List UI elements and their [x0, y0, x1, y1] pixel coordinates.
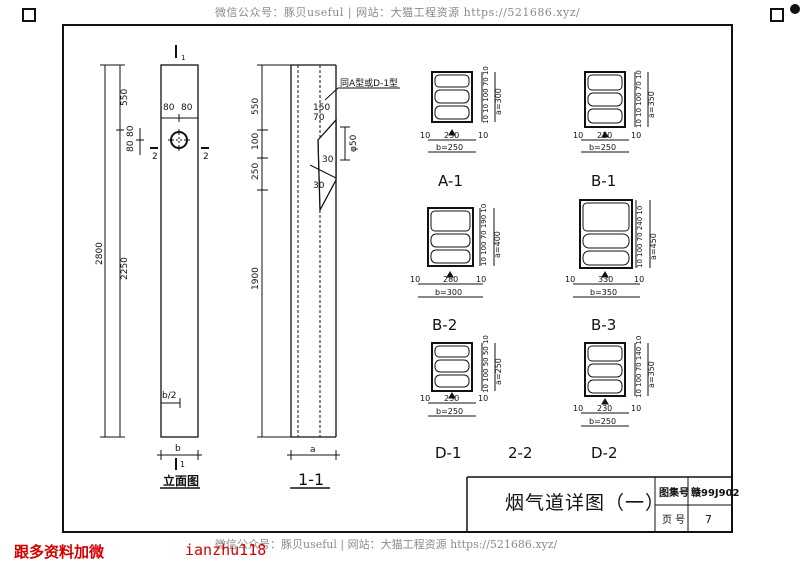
B2-dims: 10 100 70 190 10 [480, 204, 488, 266]
elev-section-mark: I [174, 47, 177, 60]
s11-dim-1900: 1900 [251, 267, 261, 290]
drawing-title: 烟气道详图（一） [505, 492, 666, 514]
elev-dim-b2: b/2 [162, 391, 176, 401]
A1-dims: 10 10 100 70 10 [482, 66, 490, 124]
A1-side-r: 10 [478, 131, 488, 140]
elev-dim-top-2: 80 [181, 103, 193, 113]
D1-side-r: 10 [478, 394, 488, 403]
title-block [466, 476, 733, 533]
edge-mark-right [770, 8, 784, 22]
A1-label: A-1 [438, 172, 463, 190]
tb-label-set: 图集号 [659, 486, 689, 499]
B1-inner: 230 [597, 131, 612, 140]
D1-label: D-1 [435, 444, 462, 462]
section-1-1 [257, 64, 400, 489]
s11-dim-70: 70 [313, 113, 325, 123]
B2-b: b=300 [435, 288, 462, 297]
D1-a: a=250 [494, 358, 503, 385]
D2-side-l: 10 [573, 404, 583, 413]
B1-side-r: 10 [631, 131, 641, 140]
B2-label: B-2 [432, 316, 457, 334]
tb-set-no: 赣99J902 [691, 486, 740, 499]
elevation-body [160, 64, 199, 438]
A1-b: b=250 [436, 143, 463, 152]
elev-mark-2-left: 2 [152, 152, 158, 162]
D2-b: b=250 [589, 417, 616, 426]
promo-contact: ianzhu118 [185, 541, 267, 559]
drawing-frame [62, 24, 733, 533]
D2-a: a=350 [647, 361, 656, 388]
B1-side-l: 10 [573, 131, 583, 140]
detail-B-3 [573, 199, 651, 298]
bottom-watermark: 微信公众号：豚贝useful | 网站：大猫工程资源 https://52168… [215, 538, 558, 551]
tb-label-page: 页 号 [662, 514, 685, 526]
elev-section-sub: 1 [181, 54, 185, 62]
D2-inner: 230 [597, 404, 612, 413]
smoke-opening [170, 131, 188, 149]
elev-dim-2800: 2800 [95, 242, 105, 265]
B3-dims: 10 100 70 240 10 [636, 206, 644, 268]
A1-side-l: 10 [420, 131, 430, 140]
A1-inner: 230 [444, 131, 459, 140]
elev-dim-2250: 2250 [120, 257, 130, 280]
s11-dim-550: 550 [251, 98, 261, 115]
elev-dim-550: 550 [120, 89, 130, 106]
s11-dim-250: 250 [251, 163, 261, 180]
B1-b: b=250 [589, 143, 616, 152]
D1-side-l: 10 [420, 394, 430, 403]
A1-a: a=300 [494, 88, 503, 115]
s11-dim-30b: 30 [313, 181, 325, 191]
B2-a: a=400 [493, 231, 502, 258]
D1-dims: 10 100 50 50 10 [482, 335, 490, 393]
B1-a: a=350 [647, 91, 656, 118]
detail-B-2 [418, 207, 495, 298]
elev-dim-top-1: 80 [163, 103, 175, 113]
s11-dim-150: 150 [313, 103, 330, 113]
corner-dot [790, 4, 800, 14]
detail-D-1 [428, 342, 496, 417]
D2-label: D-2 [591, 444, 618, 462]
elev-dim-b: b [175, 444, 181, 454]
B1-dims: 10 10 100 70 10 [635, 70, 643, 128]
elev-dim-side-1: 80 [126, 140, 136, 152]
D1-b: b=250 [436, 407, 463, 416]
B2-inner: 280 [443, 275, 458, 284]
B3-inner: 330 [598, 275, 613, 284]
section11-label: 1-1 [298, 470, 324, 489]
B1-label: B-1 [591, 172, 616, 190]
tb-page-no: 7 [705, 513, 712, 526]
detail-B-1 [581, 71, 649, 153]
D1-inner: 230 [444, 394, 459, 403]
s11-dim-phi: φ50 [349, 134, 359, 152]
B3-side-l: 10 [565, 275, 575, 284]
detail-A-1 [428, 71, 496, 153]
section22-label: 2-2 [508, 444, 533, 462]
s11-note: 同A型或D-1型 [340, 77, 398, 89]
B2-side-r: 10 [476, 275, 486, 284]
D2-dims: 10 100 70 140 10 [635, 336, 643, 398]
s11-dim-100: 100 [251, 133, 261, 150]
detail-D-2 [581, 342, 649, 427]
B3-b: b=350 [590, 288, 617, 297]
elev-dim-side-2: 80 [126, 125, 136, 137]
D2-side-r: 10 [631, 404, 641, 413]
B3-a: a=450 [649, 233, 658, 260]
elevation-label: 立面图 [163, 473, 199, 488]
elev-mark-2-right: 2 [203, 152, 209, 162]
s11-dim-30a: 30 [322, 155, 334, 165]
promo-text: 跟多资料加微 [14, 543, 105, 561]
edge-mark-left [22, 8, 36, 22]
B3-side-r: 10 [634, 275, 644, 284]
top-watermark: 微信公众号：豚贝useful | 网站：大猫工程资源 https://52168… [215, 6, 581, 19]
s11-dim-a: a [310, 445, 316, 455]
elev-bottom-mark: 1 [180, 460, 185, 469]
B2-side-l: 10 [410, 275, 420, 284]
B3-label: B-3 [591, 316, 616, 334]
elevation-view [100, 45, 209, 489]
